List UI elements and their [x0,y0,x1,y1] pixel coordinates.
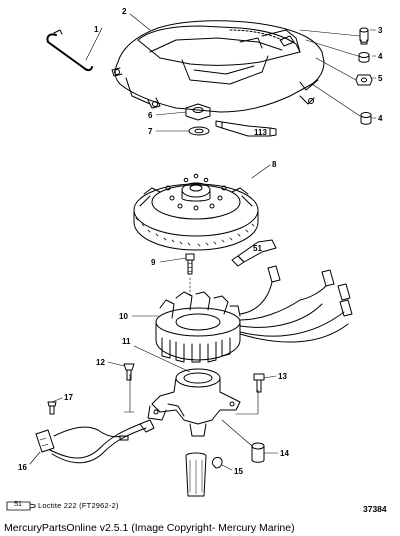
leader-lines-base [123,345,259,447]
loctite-tube-icon: 51 [6,499,36,511]
part-1-rope [46,29,93,72]
copyright-footer: MercuryPartsOnline v2.5.1 (Image Copyrig… [4,522,295,534]
part-4-grommet-lower [360,112,372,125]
flywheel-stator-exploded-diagram: 113 51 [18,7,383,497]
loctite-tube-icon-number: 51 [14,501,22,508]
leader-lines-cover-hardware [299,29,361,117]
tube-51-label: 51 [253,244,262,253]
callout-17: 17 [64,393,73,402]
part-12-screw [123,363,135,381]
callout-1: 1 [94,25,99,34]
shaft-post [185,452,207,497]
sealant-tube-51: 51 [231,239,277,267]
callout-leaders [29,13,377,471]
part-13-screw [253,373,265,393]
tube-113-label: 113 [254,128,267,137]
part-9-screw [185,253,195,297]
part-5-nut [355,74,373,86]
part-15-clip [211,457,223,469]
callout-7: 7 [148,127,153,136]
part-8-flywheel [133,173,259,251]
part-10-stator [155,265,353,363]
callout-10: 10 [119,312,128,321]
loctite-legend-text: Loctite 222 (FT2962-2) [38,501,119,510]
callout-3: 3 [378,26,383,35]
callout-14: 14 [280,449,289,458]
callout-4-upper: 4 [378,52,383,61]
part-11-mounting-base [147,368,241,437]
callout-8: 8 [272,160,277,169]
callout-11: 11 [122,337,131,346]
callout-4-lower: 4 [378,114,383,123]
callout-9: 9 [151,258,156,267]
part-14-bushing [251,442,265,463]
part-4-grommet-upper [358,52,370,63]
callout-15: 15 [234,467,243,476]
callout-numbers: 1 2 3 4 5 4 6 7 8 9 10 11 12 13 14 15 16… [18,7,383,476]
callout-13: 13 [278,372,287,381]
part-16-harness [35,419,155,464]
callout-12: 12 [96,358,105,367]
callout-16: 16 [18,463,27,472]
part-6-flywheel-nut [185,103,211,121]
callout-2: 2 [122,7,127,16]
figure-number: 37384 [363,504,387,514]
part-3-knob [359,27,369,45]
part-2-flywheel-cover [111,20,325,113]
callout-5: 5 [378,74,383,83]
callout-6: 6 [148,111,153,120]
sealant-tube-113: 113 [215,120,277,137]
part-17-screw [47,401,57,415]
part-7-washer [188,126,210,136]
